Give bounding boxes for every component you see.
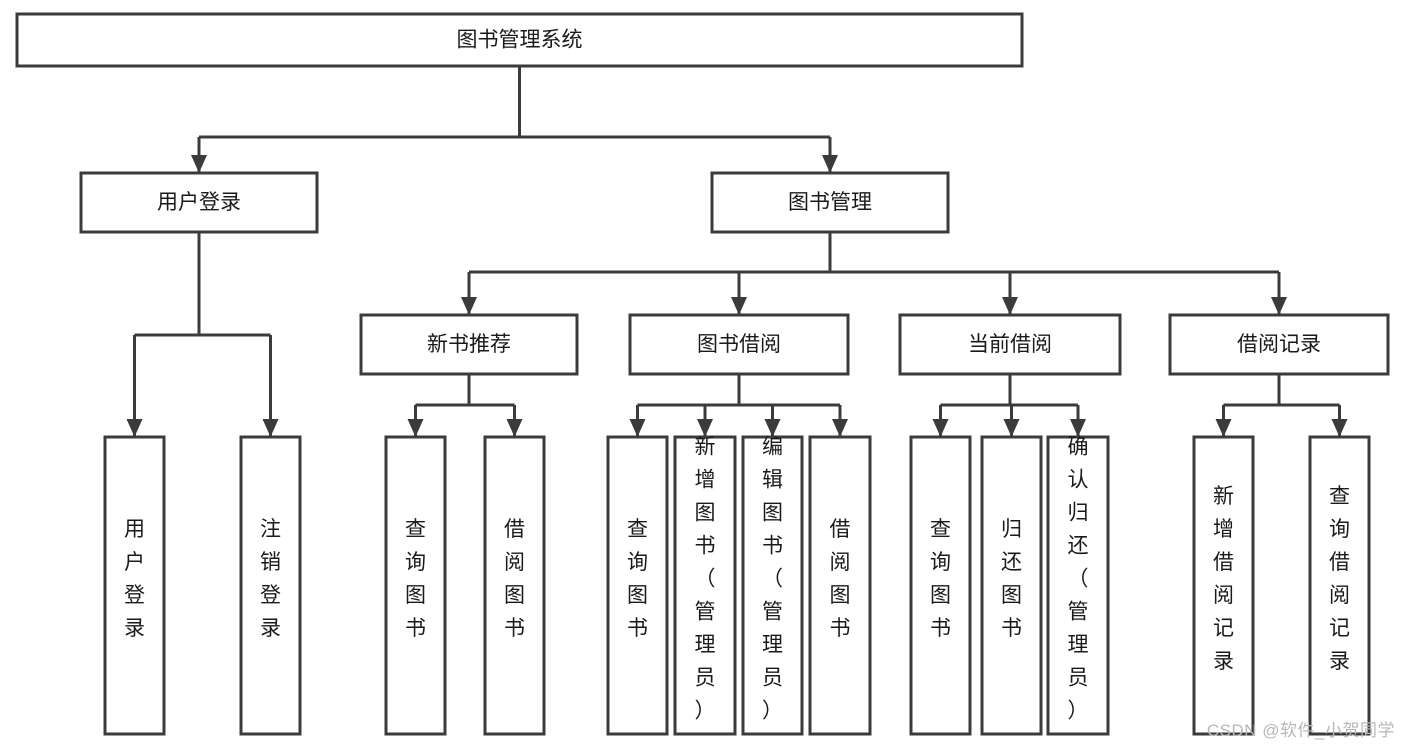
arrow-head-icon [822,155,838,173]
node-box-root-0[interactable]: 图书管理系统 [15,12,1024,68]
arrow-head-icon [1003,419,1020,437]
arrow-head-icon [407,419,424,437]
connector-layer [126,66,1348,437]
arrow-head-icon [126,419,143,437]
node-label: 确认归还（管理员） [1068,436,1089,723]
node-box-level3-2[interactable]: 当前借阅 [898,313,1122,376]
node-rect [384,435,447,736]
node-rect [1192,435,1255,736]
node-rect [606,435,669,736]
node-box-leaf-10[interactable]: 确认归还（管理员） [1046,435,1110,736]
arrow-head-icon [629,419,646,437]
node-rect [1168,313,1390,376]
node-box-leaf-1[interactable]: 注销登录 [239,435,302,736]
node-box-leaf-7[interactable]: 借阅图书 [808,435,872,736]
arrow-head-icon [262,419,279,437]
node-box-leaf-9[interactable]: 归还图书 [980,435,1043,736]
node-label: 查询图书 [930,518,951,640]
node-label: 图书管理系统 [457,29,583,52]
arrow-head-icon [506,419,523,437]
node-rect [673,435,737,736]
arrow-head-icon [932,419,949,437]
node-label: 查询借阅记录 [1329,485,1350,673]
node-label: 查询图书 [405,518,426,640]
node-box-leaf-4[interactable]: 查询图书 [606,435,669,736]
node-rect [898,313,1122,376]
node-rect [239,435,302,736]
node-box-leaf-8[interactable]: 查询图书 [909,435,972,736]
node-rect [980,435,1043,736]
node-box-leaf-6[interactable]: 编辑图书（管理员） [741,435,804,736]
node-label: 图书借阅 [697,333,781,356]
node-box-leaf-11[interactable]: 新增借阅记录 [1192,435,1255,736]
node-label: 注销登录 [260,518,281,640]
node-label: 当前借阅 [968,333,1052,356]
node-rect [15,12,1024,68]
node-label: 借阅图书 [830,518,851,640]
node-box-level3-0[interactable]: 新书推荐 [359,313,579,376]
node-box-leaf-12[interactable]: 查询借阅记录 [1308,435,1371,736]
arrow-head-icon [461,297,477,315]
watermark-label: CSDN @软件_小贺同学 [1206,721,1395,740]
arrow-head-icon [1002,297,1018,315]
node-label: 查询图书 [627,518,648,640]
node-box-leaf-3[interactable]: 借阅图书 [483,435,546,736]
arrow-head-icon [731,297,747,315]
arrow-head-icon [832,419,848,437]
node-rect [741,435,804,736]
node-rect [1308,435,1371,736]
node-label: 借阅图书 [504,518,525,640]
node-label: 归还图书 [1001,518,1022,640]
node-label: 借阅记录 [1237,333,1321,356]
node-layer: 图书管理系统用户登录图书管理新书推荐图书借阅当前借阅借阅记录用户登录注销登录查询… [15,12,1390,736]
node-label: 用户登录 [124,518,145,640]
node-rect [79,171,319,234]
arrow-head-icon [764,419,781,437]
arrow-head-icon [1271,297,1287,315]
node-label: 用户登录 [157,191,241,214]
arrow-head-icon [697,419,713,437]
node-label: 编辑图书（管理员） [762,436,783,723]
node-label: 新增图书（管理员） [695,436,716,723]
node-rect [808,435,872,736]
node-rect [909,435,972,736]
node-rect [483,435,546,736]
node-label: 新增借阅记录 [1213,485,1234,673]
node-box-leaf-2[interactable]: 查询图书 [384,435,447,736]
node-box-level2-0[interactable]: 用户登录 [79,171,319,234]
arrow-head-icon [1331,419,1348,437]
arrow-head-icon [191,155,207,173]
node-box-leaf-5[interactable]: 新增图书（管理员） [673,435,737,736]
node-box-level3-3[interactable]: 借阅记录 [1168,313,1390,376]
arrow-head-icon [1215,419,1232,437]
node-rect [710,171,950,234]
node-label: 新书推荐 [427,333,511,356]
node-box-level2-1[interactable]: 图书管理 [710,171,950,234]
node-rect [628,313,850,376]
node-rect [103,435,166,736]
node-box-level3-1[interactable]: 图书借阅 [628,313,850,376]
node-box-leaf-0[interactable]: 用户登录 [103,435,166,736]
arrow-head-icon [1070,419,1086,437]
node-label: 图书管理 [788,191,872,214]
node-rect [359,313,579,376]
node-rect [1046,435,1110,736]
